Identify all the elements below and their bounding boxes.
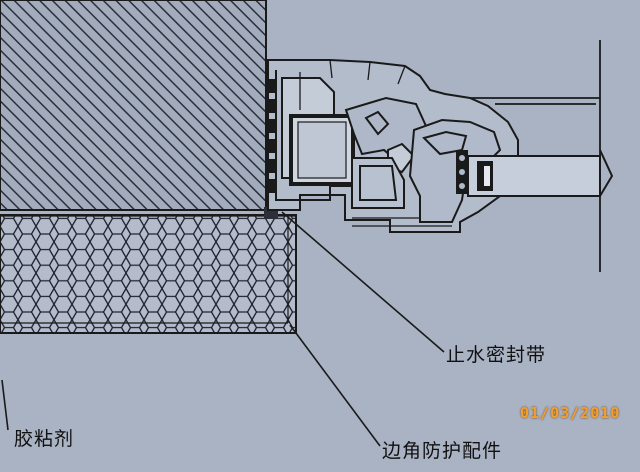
label-adhesive: 胶粘剂 (14, 428, 75, 450)
leader-seal (281, 211, 445, 353)
right-wall-lines (470, 40, 601, 272)
date-stamp: 01/03/2010 (520, 404, 621, 422)
leader-corner (289, 324, 381, 447)
glass-pane (467, 149, 614, 197)
label-water-seal-strip: 止水密封带 (446, 344, 547, 366)
hatched-wall-block (0, 0, 267, 211)
window-frame-profile (267, 59, 519, 233)
leader-lines (1, 211, 445, 447)
label-corner-protector: 边角防护配件 (382, 440, 503, 462)
honeycomb-insulation-panel (0, 214, 297, 334)
leader-adhesive (1, 379, 9, 431)
gasket (456, 150, 468, 194)
